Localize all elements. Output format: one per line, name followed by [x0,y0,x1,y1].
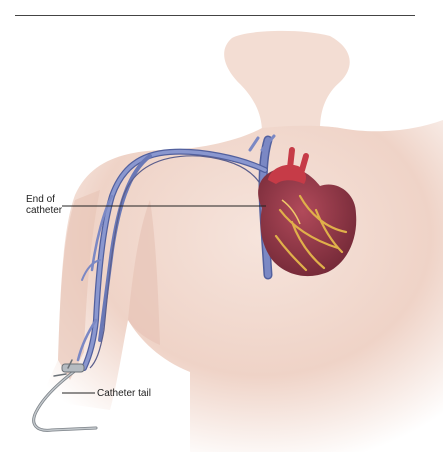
head-shape [224,31,350,132]
end-of-catheter-label: End of catheter [26,194,62,216]
end-of-catheter-label-line1: End of [26,194,62,205]
end-of-catheter-label-line2: catheter [26,205,62,216]
catheter-tail-label: Catheter tail [97,388,151,399]
